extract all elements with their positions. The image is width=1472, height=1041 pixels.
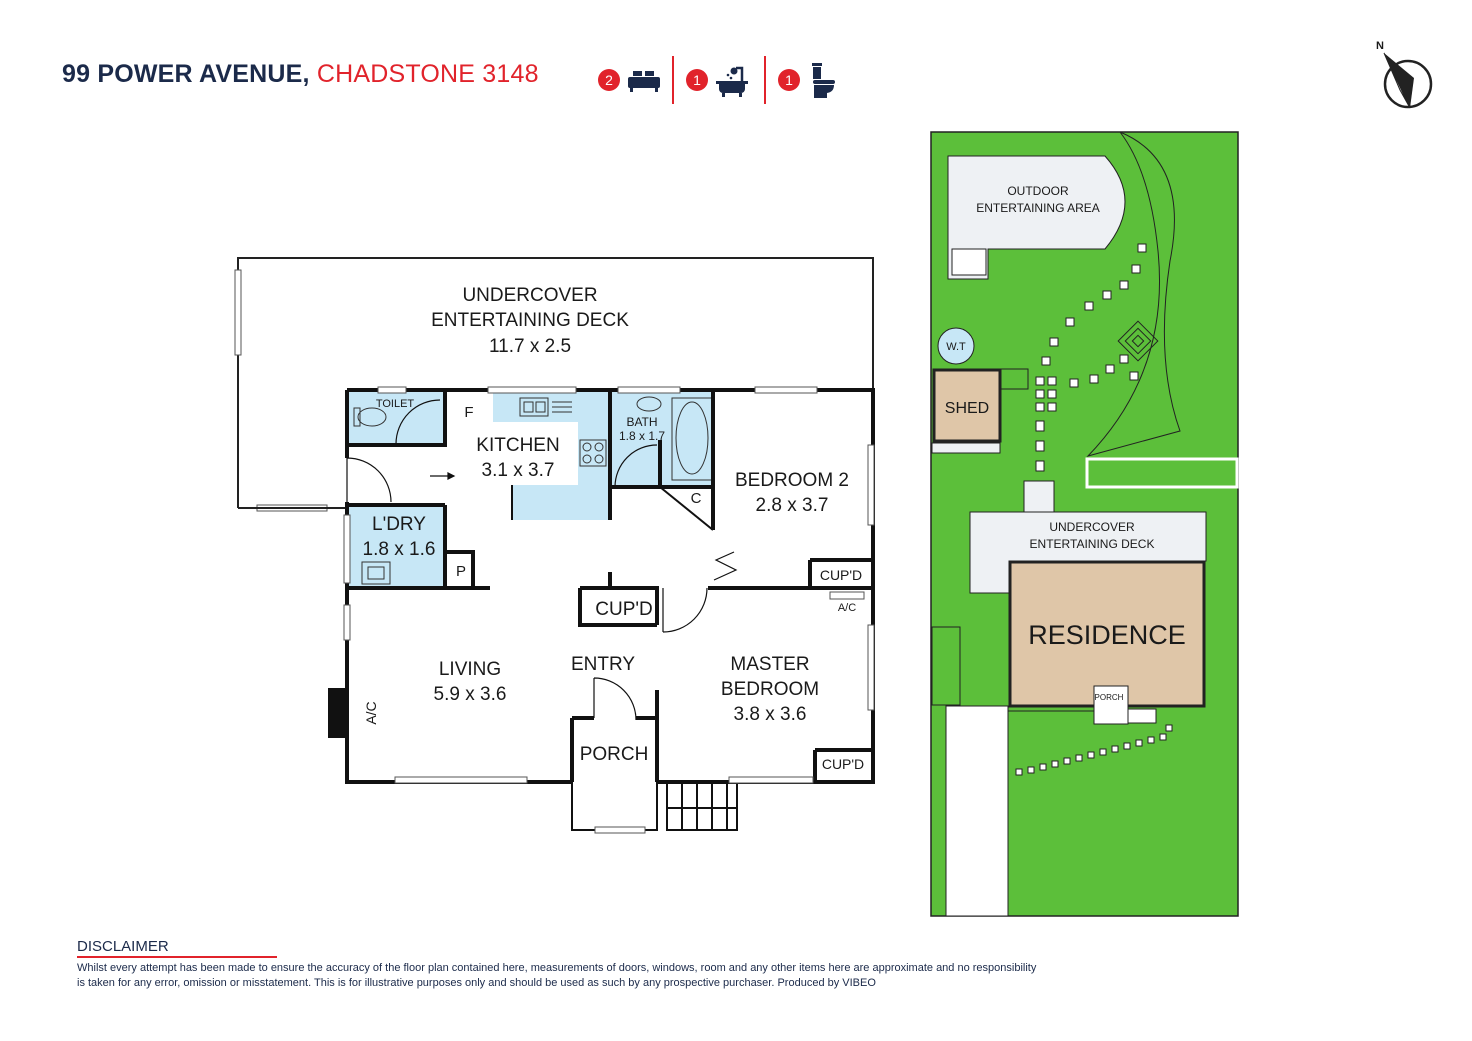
master-label: BEDROOM: [721, 679, 819, 700]
living-label: LIVING: [439, 659, 501, 680]
deck-label: UNDERCOVER: [462, 285, 597, 306]
cupboard-label: CUP'D: [595, 599, 652, 620]
site-plan: OUTDOOR ENTERTAINING AREA W.T SHED UNDER…: [930, 131, 1239, 917]
window: [234, 269, 242, 356]
toilet-icon: [812, 63, 835, 98]
laundry-label: L'DRY: [372, 514, 426, 535]
divider: [672, 56, 674, 104]
deck-label: ENTERTAINING DECK: [431, 310, 629, 331]
outdoor-label: OUTDOOR: [1007, 184, 1069, 198]
fireplace: [328, 688, 348, 738]
windows: [343, 386, 875, 834]
compass-north-label: N: [1376, 40, 1384, 52]
site-porch-label: PORCH: [1095, 693, 1124, 702]
path: [1085, 457, 1239, 489]
cupboard-c-label: C: [691, 490, 702, 507]
porch-label: PORCH: [580, 744, 649, 765]
bed-icon: [628, 71, 660, 92]
address-street: 99 POWER AVENUE,: [62, 60, 310, 88]
bath-icon: [716, 66, 748, 97]
disclaimer-heading: DISCLAIMER: [77, 938, 277, 958]
shed-label: SHED: [945, 400, 989, 417]
cupboard-label: CUP'D: [820, 567, 862, 583]
toilet-count: 1: [778, 60, 836, 100]
toilet-label: TOILET: [376, 398, 415, 410]
master-size: 3.8 x 3.6: [734, 704, 807, 725]
room-labels: UNDERCOVER ENTERTAINING DECK 11.7 x 2.5 …: [363, 285, 865, 772]
ac-label: A/C: [363, 701, 379, 724]
stepping-stones: [1035, 243, 1147, 472]
site-deck-label: UNDERCOVER: [1049, 520, 1135, 534]
shed: [932, 368, 1002, 443]
driveway: [945, 705, 1009, 917]
divider: [764, 56, 766, 104]
fridge-label: F: [464, 404, 473, 421]
doors: [346, 399, 738, 721]
disclaimer-text: Whilst every attempt has been made to en…: [77, 962, 1037, 989]
ac-label: A/C: [838, 602, 856, 614]
water-tank-label: W.T: [946, 341, 966, 353]
entry-label: ENTRY: [571, 654, 635, 675]
cupboard-label: CUP'D: [822, 756, 864, 772]
outdoor-label: ENTERTAINING AREA: [976, 201, 1100, 215]
stepping-stones: [1015, 724, 1173, 776]
address-suburb: CHADSTONE 3148: [316, 60, 539, 88]
bedroom2-label: BEDROOM 2: [735, 470, 849, 491]
bathroom-count: 1: [686, 60, 750, 100]
kitchen-size: 3.1 x 3.7: [482, 460, 555, 481]
bedroom-count: 2: [598, 60, 662, 100]
site-deck-label: ENTERTAINING DECK: [1030, 537, 1155, 551]
bathroom-count-badge: 1: [686, 69, 708, 91]
water-tank: [937, 327, 975, 365]
plant-icon: [1117, 320, 1159, 362]
residence-label: RESIDENCE: [1028, 620, 1186, 650]
residence: [1008, 560, 1206, 708]
deck-size: 11.7 x 2.5: [489, 336, 571, 357]
laundry-size: 1.8 x 1.6: [363, 539, 436, 560]
outdoor-area: [947, 155, 1126, 280]
bath-label: BATH: [626, 415, 657, 429]
compass: N: [1376, 40, 1433, 109]
wall-thin: [511, 485, 738, 831]
kitchen-label: KITCHEN: [476, 435, 559, 456]
bath-size: 1.8 x 1.7: [619, 429, 665, 443]
garden-bed-edge: [1086, 131, 1181, 457]
pantry-label: P: [456, 563, 466, 580]
toilet-count-badge: 1: [778, 69, 800, 91]
deck-outline: [237, 257, 874, 508]
property-address: 99 POWER AVENUE, CHADSTONE 3148: [62, 60, 539, 89]
living-size: 5.9 x 3.6: [434, 684, 507, 705]
master-label: MASTER: [730, 654, 809, 675]
bedroom-count-badge: 2: [598, 69, 620, 91]
bedroom2-size: 2.8 x 3.7: [756, 495, 829, 516]
